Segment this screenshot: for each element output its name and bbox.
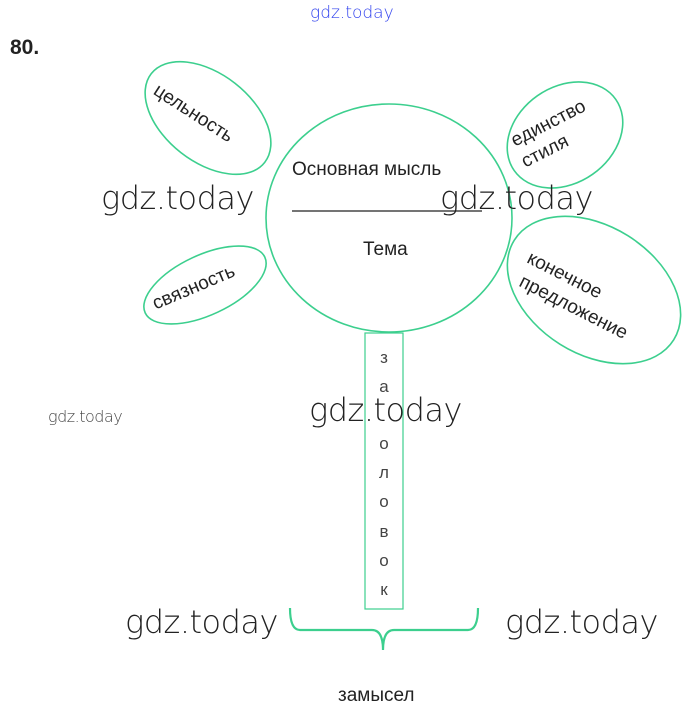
stem-letter: з [380, 348, 388, 367]
watermark: gdz.today [505, 603, 658, 641]
stem-letter: л [379, 463, 389, 482]
exercise-number: 80. [10, 36, 40, 59]
site-watermark[interactable]: gdz.today [310, 3, 394, 23]
stem-letter: о [379, 551, 389, 570]
petal-style-unity [506, 81, 624, 189]
watermark: gdz.today [440, 179, 593, 217]
stem-letters: з а о л о в о к [365, 333, 403, 609]
watermark: gdz.today [309, 391, 462, 429]
main-idea-label: Основная мысль [292, 159, 442, 180]
stem-letter: а [379, 377, 389, 396]
intention-label: замысел [338, 685, 415, 706]
stem-letter: о [379, 492, 389, 511]
topic-label: Тема [363, 239, 408, 260]
petal-coherence [143, 245, 267, 325]
stem-box [364, 332, 404, 610]
stem-letter: к [380, 580, 388, 599]
petal-final [506, 215, 682, 365]
center-circle [265, 103, 513, 333]
watermark: gdz.today [48, 407, 123, 426]
watermark: gdz.today [125, 603, 278, 641]
stem-letter: в [379, 522, 389, 541]
brace [288, 607, 480, 651]
stem-letter: о [379, 434, 389, 453]
watermark: gdz.today [101, 179, 254, 217]
petal-integrity [144, 60, 272, 176]
